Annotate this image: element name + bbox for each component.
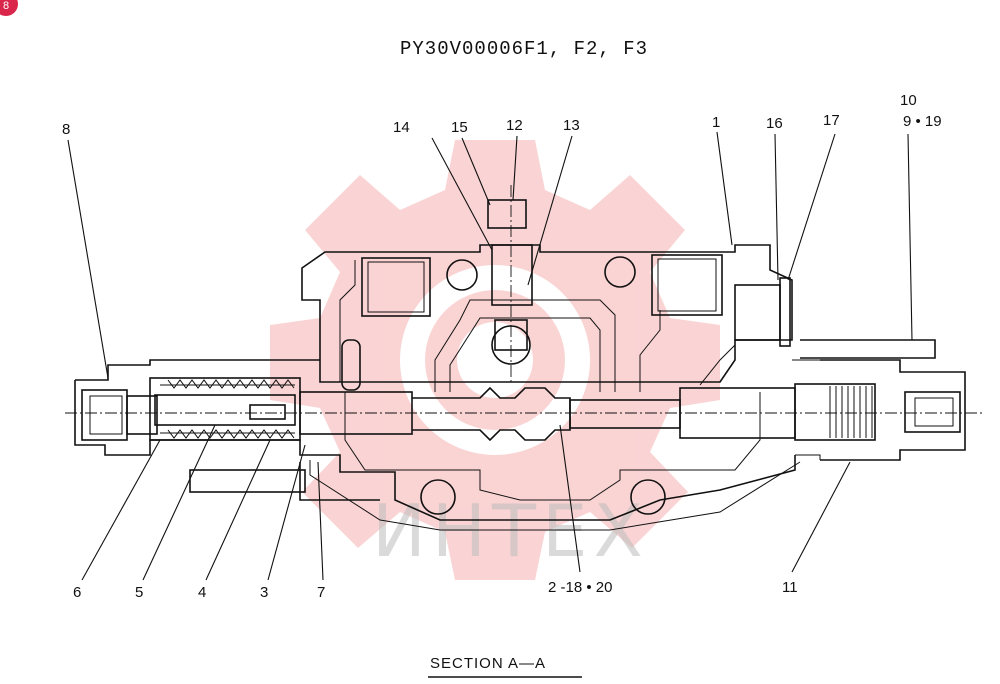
label-part-17: 17 <box>823 112 840 129</box>
watermark-gear-icon <box>270 140 720 580</box>
part-labels: 8 14 15 12 13 1 16 17 10 9 • 19 6 5 4 3 … <box>62 92 942 601</box>
label-part-14: 14 <box>393 119 410 136</box>
label-part-16: 16 <box>766 115 783 132</box>
label-part-13: 13 <box>563 117 580 134</box>
label-part-11: 11 <box>782 579 798 596</box>
leader-lines <box>67 131 913 581</box>
drawing-title: PY30V00006F1, F2, F3 <box>400 38 648 60</box>
corner-badge: 8 <box>0 0 18 16</box>
corner-badge-text: 8 <box>3 0 9 12</box>
label-part-5: 5 <box>135 584 143 601</box>
label-part-7: 7 <box>317 584 325 601</box>
watermark-text: ИНТЕХ <box>372 489 649 573</box>
label-part-1: 1 <box>712 114 720 131</box>
label-part-2-18-20: 2 -18 • 20 <box>548 579 612 596</box>
label-part-15: 15 <box>451 119 468 136</box>
label-part-12: 12 <box>506 117 523 134</box>
label-part-3: 3 <box>260 584 268 601</box>
label-part-6: 6 <box>73 584 81 601</box>
label-part-8: 8 <box>62 121 70 138</box>
label-part-9-19: 9 • 19 <box>903 113 942 130</box>
label-part-10: 10 <box>900 92 917 109</box>
label-part-4: 4 <box>198 584 206 601</box>
section-caption: SECTION A—A <box>430 655 546 672</box>
valve-body <box>65 185 985 531</box>
